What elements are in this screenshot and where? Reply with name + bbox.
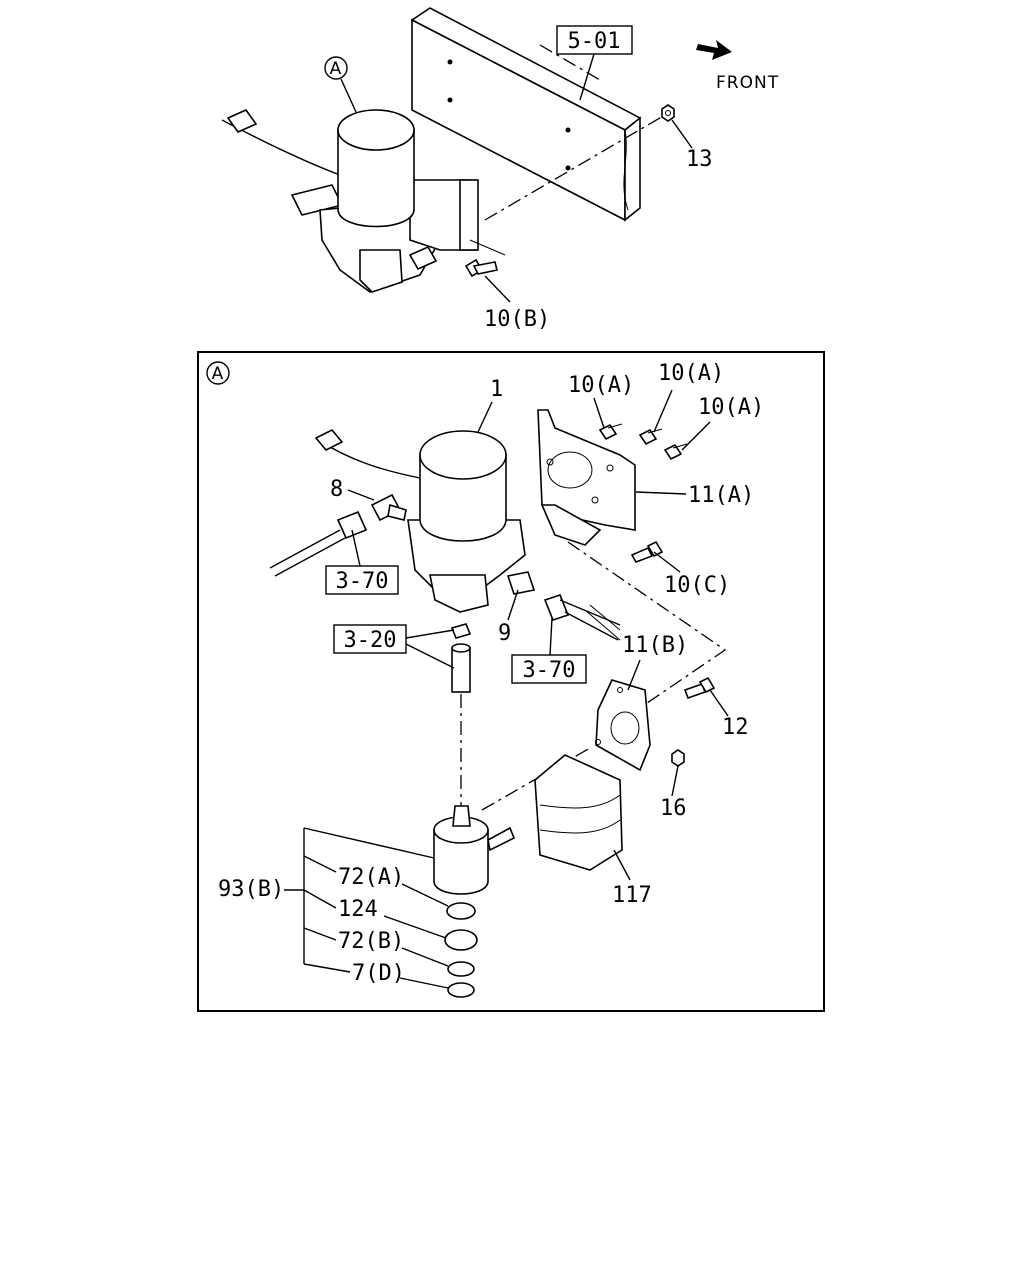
label-11a: 11(A) xyxy=(688,483,754,508)
ref-centerline xyxy=(539,44,601,81)
label-72a: 72(A) xyxy=(338,865,404,890)
bolt-10a-1 xyxy=(598,423,623,441)
label-13: 13 xyxy=(686,147,713,172)
label-8: 8 xyxy=(330,477,343,502)
label-72b: 72(B) xyxy=(338,929,404,954)
bolt-10c xyxy=(630,540,664,563)
circle-a-detail-label: A xyxy=(212,364,225,384)
fitting-9 xyxy=(506,571,536,595)
air-dryer-assembly-top xyxy=(221,109,479,293)
ref-3-20: 3-20 xyxy=(344,628,397,653)
label-10a-1: 10(A) xyxy=(568,373,634,398)
ref-box-3-70-mid xyxy=(511,654,587,684)
air-dryer-1 xyxy=(314,429,526,613)
label-10c: 10(C) xyxy=(664,573,730,598)
bolt-12 xyxy=(683,676,716,700)
label-11b: 11(B) xyxy=(622,633,688,658)
label-124: 124 xyxy=(338,897,378,922)
label-10b: 10(B) xyxy=(484,307,550,332)
ref-3-70-left: 3-70 xyxy=(336,569,389,594)
circle-a-top-label: A xyxy=(330,59,343,79)
ring-72a xyxy=(446,902,476,920)
label-12: 12 xyxy=(722,715,749,740)
label-10a-2: 10(A) xyxy=(658,361,724,386)
label-1: 1 xyxy=(490,377,503,402)
hose-3-70-mid xyxy=(543,594,621,641)
ref-box-3-20 xyxy=(333,624,407,654)
ref-box-3-70-left xyxy=(325,565,399,595)
label-93b: 93(B) xyxy=(218,877,284,902)
separator-93b xyxy=(433,805,516,895)
spacer-3-20 xyxy=(450,623,472,693)
circle-a-detail-icon xyxy=(206,361,230,385)
bolt-10a-3 xyxy=(663,443,688,461)
label-117: 117 xyxy=(612,883,652,908)
mount-centerline xyxy=(484,114,666,221)
nut-16 xyxy=(671,749,685,767)
front-label: FRONT xyxy=(716,73,779,93)
bolt-10b xyxy=(464,239,506,278)
bracket-11b xyxy=(595,679,651,772)
detail-frame-a xyxy=(197,351,825,1012)
label-7d: 7(D) xyxy=(352,961,405,986)
bolt-10a-2 xyxy=(638,428,663,446)
shield-117 xyxy=(534,754,623,871)
bracket-11a xyxy=(537,409,636,546)
nut-13 xyxy=(661,104,675,122)
ref-box-5-01 xyxy=(556,25,633,55)
ref-5-01: 5-01 xyxy=(568,29,621,54)
snap-ring-7d xyxy=(447,982,475,998)
label-9: 9 xyxy=(498,621,511,646)
label-10a-3: 10(A) xyxy=(698,395,764,420)
label-16: 16 xyxy=(660,796,687,821)
circle-a-top-icon xyxy=(324,56,348,80)
front-arrow-icon xyxy=(696,40,732,60)
ref-3-70-mid: 3-70 xyxy=(523,658,576,683)
filter-124 xyxy=(444,929,478,951)
hose-3-70-left xyxy=(269,510,368,577)
fitting-8 xyxy=(370,493,407,522)
ring-72b xyxy=(447,961,475,977)
